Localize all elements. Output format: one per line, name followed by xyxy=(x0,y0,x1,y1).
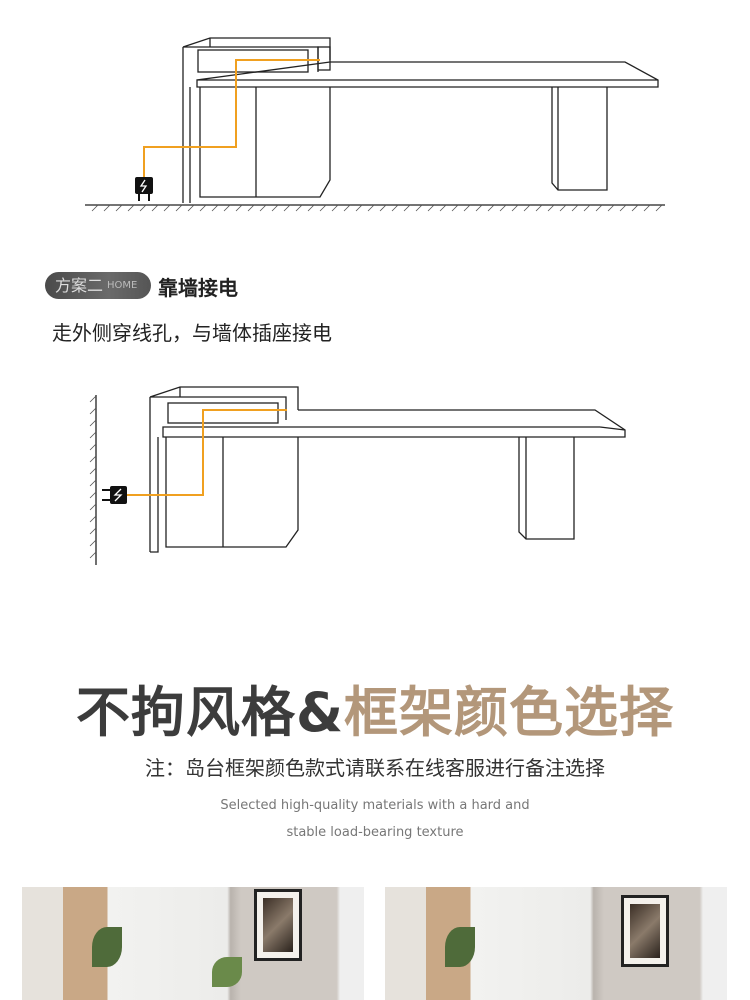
english-line-1: Selected high-quality materials with a h… xyxy=(220,798,530,813)
plant xyxy=(212,957,242,987)
plant xyxy=(445,927,475,967)
framed-artwork xyxy=(621,895,669,967)
frame-color-photo-1[interactable] xyxy=(22,887,364,1000)
floor-power-diagram xyxy=(85,37,665,212)
wall-socket-icon xyxy=(102,486,127,504)
frame-color-photo-2[interactable] xyxy=(385,887,727,1000)
section-heading: 靠墙接电 xyxy=(158,276,238,300)
plant xyxy=(92,927,122,967)
wall-power-diagram xyxy=(89,386,626,565)
section-description: 走外侧穿线孔，与墙体插座接电 xyxy=(52,321,332,345)
note-text: 注：岛台框架颜色款式请联系在线客服进行备注选择 xyxy=(145,756,605,780)
english-line-2: stable load-bearing texture xyxy=(286,825,464,840)
badge-overlay-text: HOME xyxy=(107,280,138,291)
title-part-style: 不拘风格& xyxy=(75,681,345,744)
plug-icon xyxy=(135,177,153,201)
page-title: 不拘风格&框架颜色选择 xyxy=(0,668,750,747)
framed-artwork xyxy=(254,889,302,961)
badge-text: 方案二 xyxy=(55,276,104,295)
title-part-color: 框架颜色选择 xyxy=(344,681,675,744)
